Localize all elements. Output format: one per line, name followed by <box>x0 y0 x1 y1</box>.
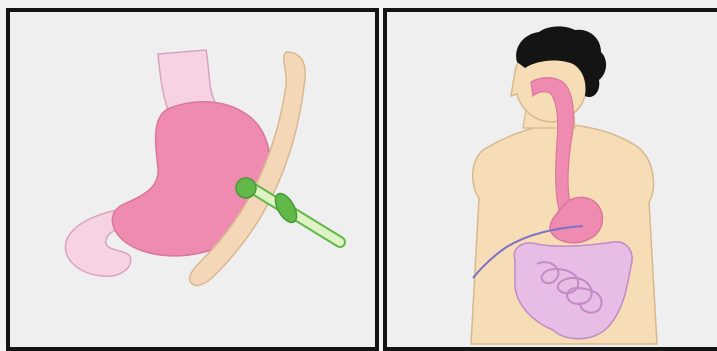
body-digestive-panel <box>383 8 717 351</box>
internal-bolster <box>236 178 256 198</box>
stomach-tube-panel <box>6 8 379 351</box>
body-illustration <box>387 12 717 351</box>
figure <box>0 0 717 343</box>
stomach-illustration <box>10 12 379 351</box>
